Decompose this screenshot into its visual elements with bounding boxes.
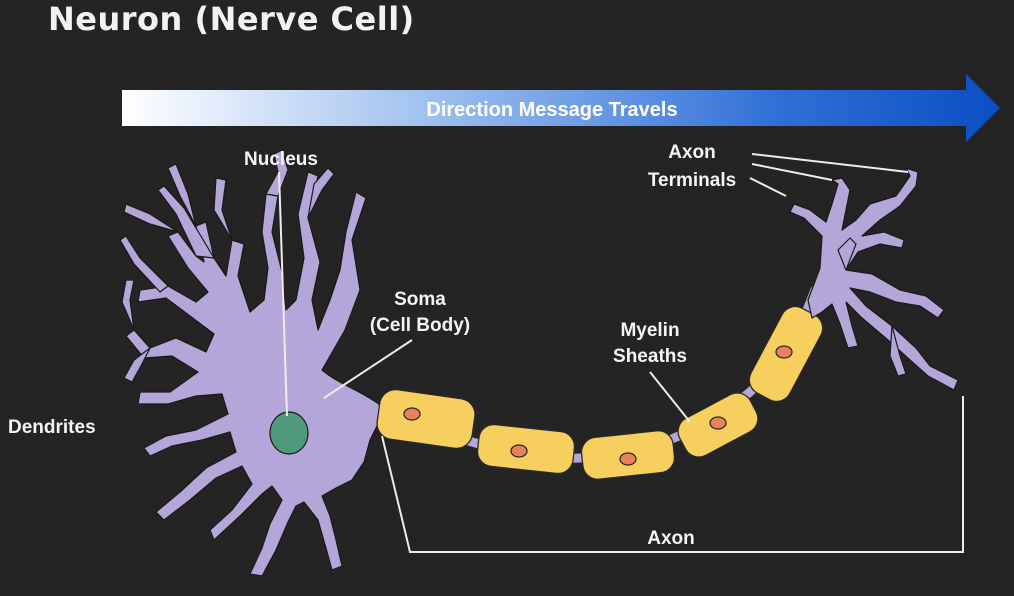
soma-pointer: [323, 339, 413, 399]
terminal-pointer-3: [749, 177, 787, 197]
axon-label: Axon: [647, 528, 695, 549]
myelin-sheath: [748, 305, 824, 403]
myelin-sheath: [580, 430, 676, 480]
nucleus-pointer: [278, 171, 288, 417]
axon-terminals: [789, 167, 959, 391]
myelin-sheath: [677, 392, 759, 458]
soma-label-line2: (Cell Body): [370, 315, 470, 336]
direction-arrow-label: Direction Message Travels: [426, 99, 677, 121]
nucleus-label: Nucleus: [244, 149, 318, 170]
direction-arrow: Direction Message Travels: [122, 74, 1000, 142]
myelin-sheaths: [376, 305, 824, 480]
terminal-pointer-2: [751, 163, 833, 181]
page-title: Neuron (Nerve Cell): [48, 0, 415, 38]
myelin-pointer: [649, 371, 691, 423]
axon-bracket: [381, 396, 964, 553]
myelin-label-line2: Sheaths: [613, 346, 687, 367]
terminal-pointer-1: [751, 153, 909, 173]
axon-terminals-label-line1: Axon: [668, 142, 716, 163]
myelin-sheath: [376, 388, 476, 450]
myelin-sheath: [476, 423, 576, 475]
axon-terminals-label-line2: Terminals: [648, 170, 736, 191]
nucleus: [269, 411, 309, 455]
dendrites: [119, 149, 381, 577]
soma-label-line1: Soma: [394, 289, 446, 310]
myelin-label-line1: Myelin: [620, 320, 679, 341]
dendrites-label: Dendrites: [8, 417, 96, 438]
